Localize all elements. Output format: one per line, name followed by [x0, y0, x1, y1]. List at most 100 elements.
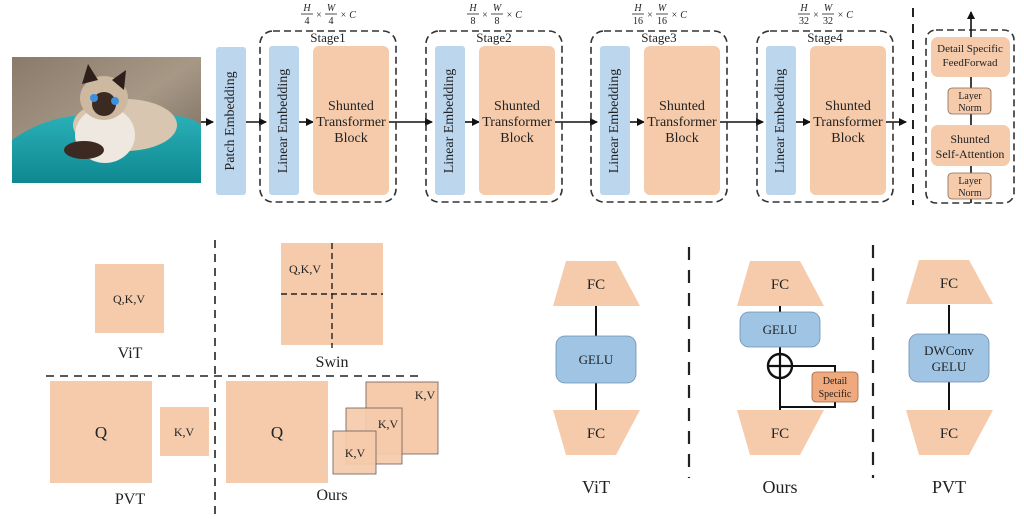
dim-w-den: 32: [823, 16, 833, 27]
detail-specific-box: [811, 371, 859, 403]
linear-embedding-label: Linear Embedding: [607, 69, 622, 174]
pvt-kv-label: K,V: [174, 425, 195, 439]
pvt-q-label: Q: [95, 423, 107, 442]
dim-h-den: 8: [471, 16, 476, 27]
block-label-line: Transformer: [647, 115, 717, 130]
ours-kv-label-large: K,V: [415, 388, 436, 402]
block-label-line: Shunted: [659, 99, 705, 114]
linear-embedding-block: [766, 46, 796, 195]
stage-dimension: H16×W16× C: [632, 3, 687, 27]
block-label-line: Block: [500, 131, 533, 146]
dim-h-den: 4: [305, 16, 310, 27]
block-detail: Detail Specific FeedForwad Layer Norm Sh…: [925, 11, 1015, 204]
dim-h: H: [468, 3, 477, 14]
add-operator-icon: [766, 352, 794, 380]
shunted-transformer-block: [479, 46, 555, 195]
times-sign: ×: [813, 10, 819, 21]
block-label-line: Shunted: [494, 99, 540, 114]
block-label-line: Transformer: [813, 115, 883, 130]
ours-fc-bottom-label: FC: [771, 426, 789, 442]
detail-specific-line2: Specific: [819, 389, 852, 400]
stage-container: [756, 30, 894, 203]
attention-label-line2: Self-Attention: [936, 147, 1005, 161]
ours-fc-top: [737, 261, 824, 306]
dim-w: W: [658, 3, 668, 14]
detail-specific-line1: Detail: [823, 376, 848, 387]
vit-qkv-box: [95, 264, 164, 333]
dim-c: × C: [671, 10, 687, 21]
vit-fc-top-label: FC: [587, 277, 605, 293]
dim-c: × C: [340, 10, 356, 21]
attention-comparison: Q,K,V ViT Q,K,V Swin Q K,V PVT Q K,V K,V…: [46, 240, 439, 515]
dim-w-den: 16: [657, 16, 667, 27]
vit-gelu-label: GELU: [579, 352, 614, 367]
layer-norm-top-line1: Layer: [958, 91, 982, 102]
pvt-dwconv-label: DWConv: [924, 343, 974, 358]
dim-h: H: [302, 3, 311, 14]
block-label-line: Shunted: [328, 99, 374, 114]
block-label-line: Transformer: [482, 115, 552, 130]
linear-embedding-block: [269, 46, 299, 195]
layer-norm-bottom: [947, 172, 992, 200]
pvt-fc-top-label: FC: [940, 276, 958, 292]
layer-norm-top: [947, 87, 992, 115]
patch-embedding-label: Patch Embedding: [223, 71, 238, 170]
stage-container: [425, 30, 563, 203]
ours-gelu-box: [739, 311, 821, 348]
layer-norm-bottom-line1: Layer: [958, 176, 982, 187]
stage-container: [590, 30, 728, 203]
ffn-comparison: FC GELU FC ViT FC GELU Detail Specific F…: [553, 245, 993, 497]
dim-c: × C: [506, 10, 522, 21]
stage-title: Stage1: [310, 30, 345, 45]
attention-box: [931, 125, 1010, 166]
layer-norm-top-line2: Norm: [958, 103, 982, 114]
times-sign: ×: [482, 10, 488, 21]
dim-h-den: 32: [799, 16, 809, 27]
linear-embedding-label: Linear Embedding: [773, 69, 788, 174]
patch-embedding-block: Patch Embedding: [216, 47, 246, 195]
vit-gelu-box: [555, 335, 637, 384]
dim-h-den: 16: [633, 16, 643, 27]
swin-attention-caption: Swin: [316, 354, 349, 371]
stage-title: Stage2: [476, 30, 511, 45]
ours-q-box: [226, 381, 328, 483]
ffn-label-line2: FeedForwad: [943, 57, 998, 69]
shunted-transformer-block: [313, 46, 389, 195]
ours-attention-caption: Ours: [316, 487, 347, 504]
stage-title: Stage3: [641, 30, 676, 45]
ours-kv-label-medium: K,V: [378, 417, 399, 431]
pvt-attention-caption: PVT: [115, 491, 145, 508]
vit-attention-caption: ViT: [118, 345, 143, 362]
ours-q-label: Q: [271, 423, 283, 442]
ffn-label-line1: Detail Specific: [937, 43, 1003, 55]
vit-ffn-caption: ViT: [582, 477, 610, 497]
ours-gelu-label: GELU: [763, 322, 798, 337]
stage-dimension: H8×W8× C: [467, 3, 522, 27]
stage-title: Stage4: [807, 30, 843, 45]
dim-w: W: [327, 3, 337, 14]
vit-fc-bottom: [553, 410, 640, 455]
vit-qkv-label: Q,K,V: [113, 292, 145, 306]
pvt-dwconv-gelu-box: [908, 333, 990, 383]
pvt-fc-top: [906, 260, 993, 304]
linear-embedding-label: Linear Embedding: [442, 69, 457, 174]
pvt-fc-bottom: [906, 410, 993, 455]
linear-embedding-block: [600, 46, 630, 195]
input-image: [12, 57, 201, 183]
block-label-line: Block: [334, 131, 367, 146]
shunted-transformer-block: [644, 46, 720, 195]
block-label-line: Transformer: [316, 115, 386, 130]
dim-w-den: 8: [495, 16, 500, 27]
times-sign: ×: [647, 10, 653, 21]
pvt-gelu-label: GELU: [932, 359, 967, 374]
attention-label-line1: Shunted: [950, 132, 989, 146]
ours-fc-top-label: FC: [771, 277, 789, 293]
pvt-kv-box: [160, 407, 209, 456]
vit-fc-top: [553, 261, 640, 306]
ffn-box: [931, 37, 1010, 77]
ours-kv-box-small: [332, 430, 377, 475]
